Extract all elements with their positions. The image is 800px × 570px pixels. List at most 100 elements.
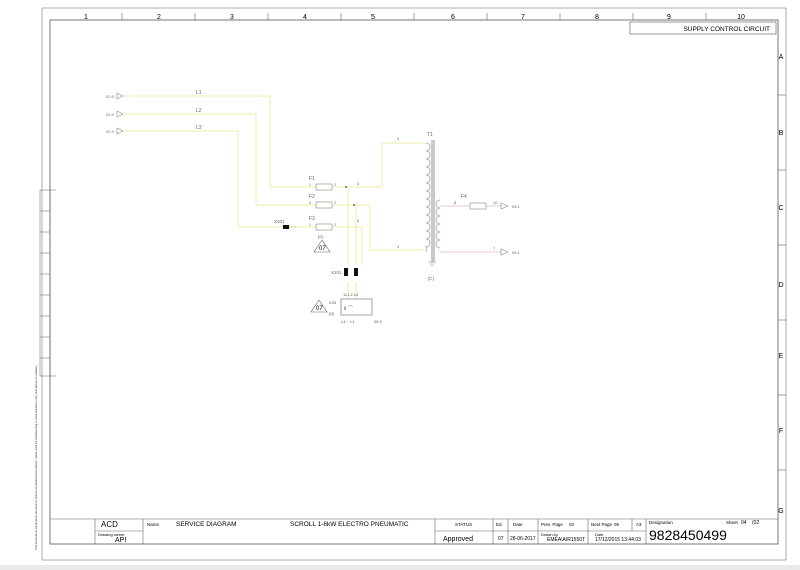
relay-group: [G] xyxy=(329,311,334,316)
output-arrows xyxy=(500,202,509,256)
sheet-label: Sheet xyxy=(726,520,738,525)
supply-ref-3: 02.9 xyxy=(106,129,115,134)
junction-dots xyxy=(345,186,355,206)
date2-label: Date xyxy=(595,532,604,537)
triangle-badge-2 xyxy=(310,299,328,313)
relay-ref: 05.3 xyxy=(374,319,383,324)
paper-size: A3 xyxy=(636,522,642,527)
fuse-f2 xyxy=(315,201,333,209)
sheet-number: 04 xyxy=(741,520,747,526)
fuse-f4-label: F4 xyxy=(461,194,467,200)
sheet-title-box xyxy=(629,21,777,35)
next-page-label: Next Page xyxy=(591,522,613,527)
wire-label-l1: L1 xyxy=(196,90,202,96)
border-frame xyxy=(41,7,787,561)
wire-label-l3: L3 xyxy=(196,125,202,131)
supply-arrows xyxy=(116,92,124,135)
transformer-ground xyxy=(428,254,436,267)
wire-num-10: 10 xyxy=(493,200,498,205)
row-letter-a: A xyxy=(779,54,784,61)
relay-bottom: L4 ~ L1 xyxy=(341,319,355,324)
supply-ref-2: 02.9 xyxy=(106,112,115,117)
column-number-6: 6 xyxy=(451,14,455,21)
transformer-t1 xyxy=(425,140,441,262)
transformer-code: [C] xyxy=(428,276,434,281)
row-letter-d: D xyxy=(778,282,783,289)
wire-num-4a: 4 xyxy=(357,181,360,186)
fuse-f3-label: F3 xyxy=(309,216,315,222)
fuse-group-code: [G] xyxy=(318,234,323,239)
row-letter-e: E xyxy=(779,353,784,360)
connector-x101-left xyxy=(283,225,297,229)
title-block-frame xyxy=(50,518,778,544)
date-value: 28-06-2017 xyxy=(510,536,536,542)
wire-num-3: 3 xyxy=(397,136,400,141)
column-dividers xyxy=(121,13,707,20)
drawing-owner: API xyxy=(115,537,127,544)
column-number-8: 8 xyxy=(595,14,599,21)
next-page-value: 05 xyxy=(614,522,620,527)
output-ref-2: 05.1 xyxy=(512,250,521,255)
relay-label: K25 xyxy=(329,300,337,305)
column-number-10: 10 xyxy=(737,14,745,21)
badge-label-2: 07 xyxy=(316,306,323,312)
column-number-7: 7 xyxy=(521,14,525,21)
supply-ref-1: 02.9 xyxy=(106,94,115,99)
fuse-f1 xyxy=(315,183,333,191)
fuse-f1-label: F1 xyxy=(309,176,315,182)
column-number-9: 9 xyxy=(667,14,671,21)
row-dividers xyxy=(778,94,786,471)
sheet-title: SUPPLY CONTROL CIRCUIT xyxy=(683,26,770,33)
status-value: Approved xyxy=(443,536,473,543)
fuse-f3-out: 2 xyxy=(334,223,336,227)
output-ref-1: 05.1 xyxy=(512,204,521,209)
company-name: ACD xyxy=(101,520,118,529)
wire-num-7: 7 xyxy=(493,246,496,251)
row-letter-g: G xyxy=(778,508,783,515)
drawing-name: SERVICE DIAGRAM xyxy=(176,521,237,528)
badge-label-1: 07 xyxy=(319,246,326,252)
fuse-f2-out: 2 xyxy=(334,201,336,205)
revision-boxes xyxy=(39,189,56,377)
secondary-wires xyxy=(440,205,501,253)
outer-frame xyxy=(49,19,779,545)
drawn-by-label: Drawn by xyxy=(541,532,558,537)
wire-num-4b: 4 xyxy=(397,244,400,249)
fuse-f1-in: 1 xyxy=(309,183,311,187)
prev-page-value: 03 xyxy=(569,522,575,527)
prev-page-label: Prev. Page xyxy=(541,522,563,527)
disclaimer-text: This Document is our property and shall … xyxy=(34,365,38,550)
row-letter-b: B xyxy=(779,130,784,137)
wire-num-5: 5 xyxy=(357,218,360,223)
fuse-bodies xyxy=(315,183,333,231)
fuse-f4 xyxy=(469,202,487,210)
connector-x101-bottom-label: X101 xyxy=(331,270,342,275)
fuse-f2-label: F2 xyxy=(309,194,315,200)
column-number-5: 5 xyxy=(371,14,375,21)
drawn-by-value: EMEA\AIR1550T xyxy=(547,537,586,543)
status-label: STATUS xyxy=(455,522,473,527)
drawing-owner-label: Drawing owner xyxy=(98,532,125,537)
wire-label-l2: L2 xyxy=(196,108,202,114)
sheet-total: (02 xyxy=(752,520,760,526)
relay-contacts: 11 L2 L3 xyxy=(343,292,359,297)
edition-label: Ed. xyxy=(496,522,503,527)
designation-number: 9828450499 xyxy=(649,527,727,543)
designation-label: Designation xyxy=(649,520,673,525)
row-letter-f: F xyxy=(779,428,783,435)
column-number-1: 1 xyxy=(84,14,88,21)
fuse-f2-in: 3 xyxy=(309,201,311,205)
connector-x101-bottom xyxy=(344,268,358,276)
name-label: Name xyxy=(147,522,160,527)
column-number-2: 2 xyxy=(157,14,161,21)
relay-symbol: Ⅱ ⌒ xyxy=(344,306,353,312)
relay-k25 xyxy=(340,298,373,316)
fuse-f3 xyxy=(315,223,333,231)
transformer-label: T1 xyxy=(427,132,433,138)
connector-x101-label: X101 xyxy=(274,219,285,224)
row-letter-c: C xyxy=(778,205,783,212)
column-number-4: 4 xyxy=(303,14,307,21)
date-label: Date xyxy=(513,522,523,527)
